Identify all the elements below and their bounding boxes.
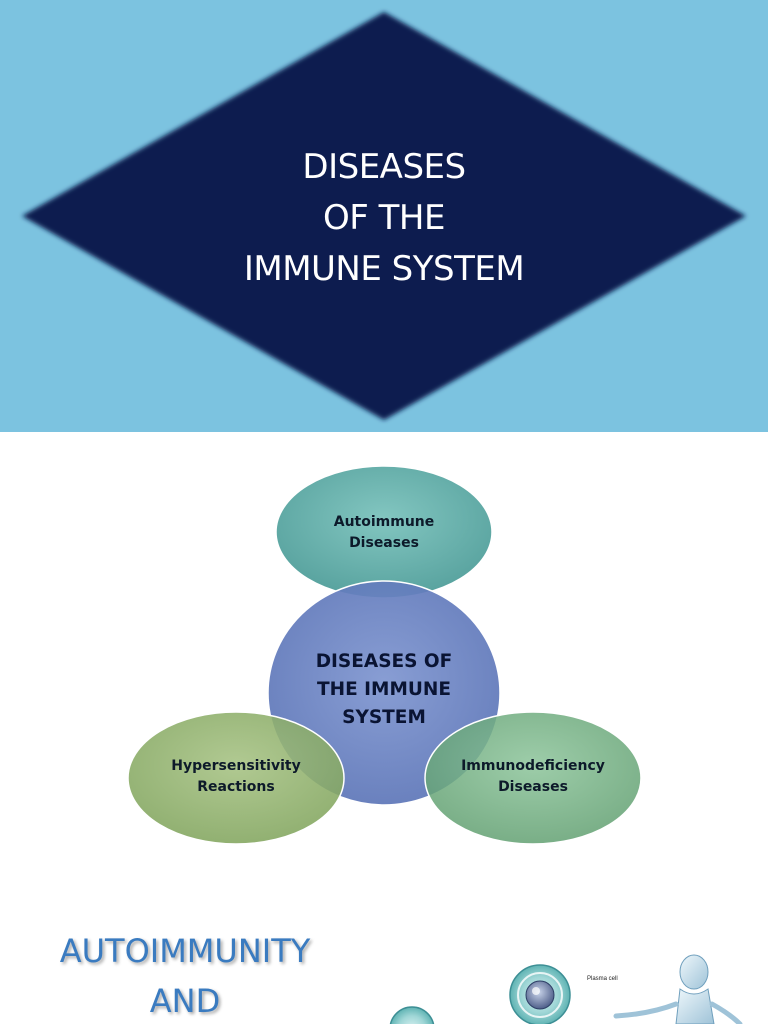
label-hypersensitivity-line-1: Hypersensitivity xyxy=(171,758,301,774)
diamond-shape xyxy=(22,12,746,420)
circle-immunodeficiency xyxy=(424,711,642,845)
slide3-title: AUTOIMMUNITY AND xyxy=(40,926,330,1024)
label-autoimmune-line-2: Diseases xyxy=(349,535,419,551)
human-figure-icon xyxy=(613,954,743,1024)
circle-hypersensitivity xyxy=(127,711,345,845)
label-center-line-1: DISEASES OF xyxy=(315,651,453,672)
label-autoimmune: Autoimmune Diseases xyxy=(294,512,474,554)
label-hypersensitivity: Hypersensitivity Reactions xyxy=(146,756,326,798)
slide3-title-line-2: AND xyxy=(149,982,221,1020)
label-autoimmune-line-1: Autoimmune xyxy=(333,514,435,530)
label-immunodeficiency: Immunodeficiency Diseases xyxy=(443,756,623,798)
title-line-2: OF THE xyxy=(323,198,445,238)
title-slide: DISEASES OF THE IMMUNE SYSTEM xyxy=(0,0,768,432)
label-center-line-2: THE IMMUNE xyxy=(316,679,452,700)
autoimmunity-slide: AUTOIMMUNITY AND xyxy=(0,864,768,1024)
label-center-line-3: SYSTEM xyxy=(342,707,426,728)
title-line-3: IMMUNE SYSTEM xyxy=(243,249,525,289)
plasma-cell-icon xyxy=(509,964,571,1024)
label-hypersensitivity-line-2: Reactions xyxy=(197,779,275,795)
slide3-title-line-1: AUTOIMMUNITY xyxy=(59,932,311,970)
title-line-1: DISEASES xyxy=(302,147,466,187)
venn-diagram xyxy=(127,465,642,845)
slide-title: DISEASES OF THE IMMUNE SYSTEM xyxy=(0,142,768,295)
diagram-slide: Autoimmune Diseases DISEASES OF THE IMMU… xyxy=(0,432,768,864)
cell-illustration xyxy=(389,954,743,1024)
small-cell-icon xyxy=(389,1006,435,1024)
label-immunodeficiency-line-2: Diseases xyxy=(498,779,568,795)
plasma-cell-label: Plasma cell xyxy=(587,976,618,982)
label-center: DISEASES OF THE IMMUNE SYSTEM xyxy=(274,648,494,732)
label-immunodeficiency-line-1: Immunodeficiency xyxy=(461,758,605,774)
